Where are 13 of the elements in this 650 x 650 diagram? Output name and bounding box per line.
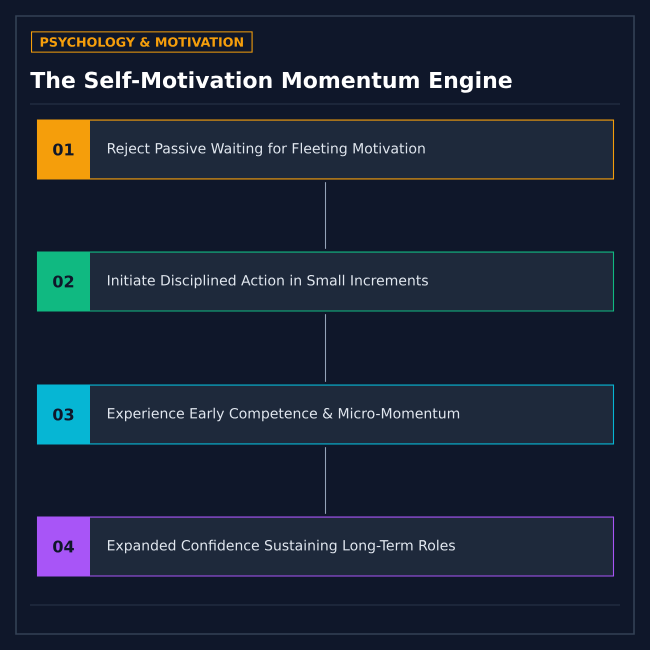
step-number: 03 [53,408,74,421]
step-label: Experience Early Competence & Micro-Momentum [108,408,460,422]
connector-line [324,182,326,249]
step-label: Initiate Disciplined Action in Small Increments [108,274,428,288]
step-number: 02 [53,275,74,288]
step-label: Expanded Confidence Sustaining Long-Term Roles [108,540,455,554]
title: The Self-Motivation Momentum Engine [30,71,512,93]
connector-line [324,314,326,382]
category-tag: PSYCHOLOGY & MOTIVATION [31,31,253,53]
step-number: 04 [53,540,74,553]
step-number: 01 [53,143,74,156]
step-label: Reject Passive Waiting for Fleeting Motivation [108,142,425,156]
connector-line [324,447,326,514]
